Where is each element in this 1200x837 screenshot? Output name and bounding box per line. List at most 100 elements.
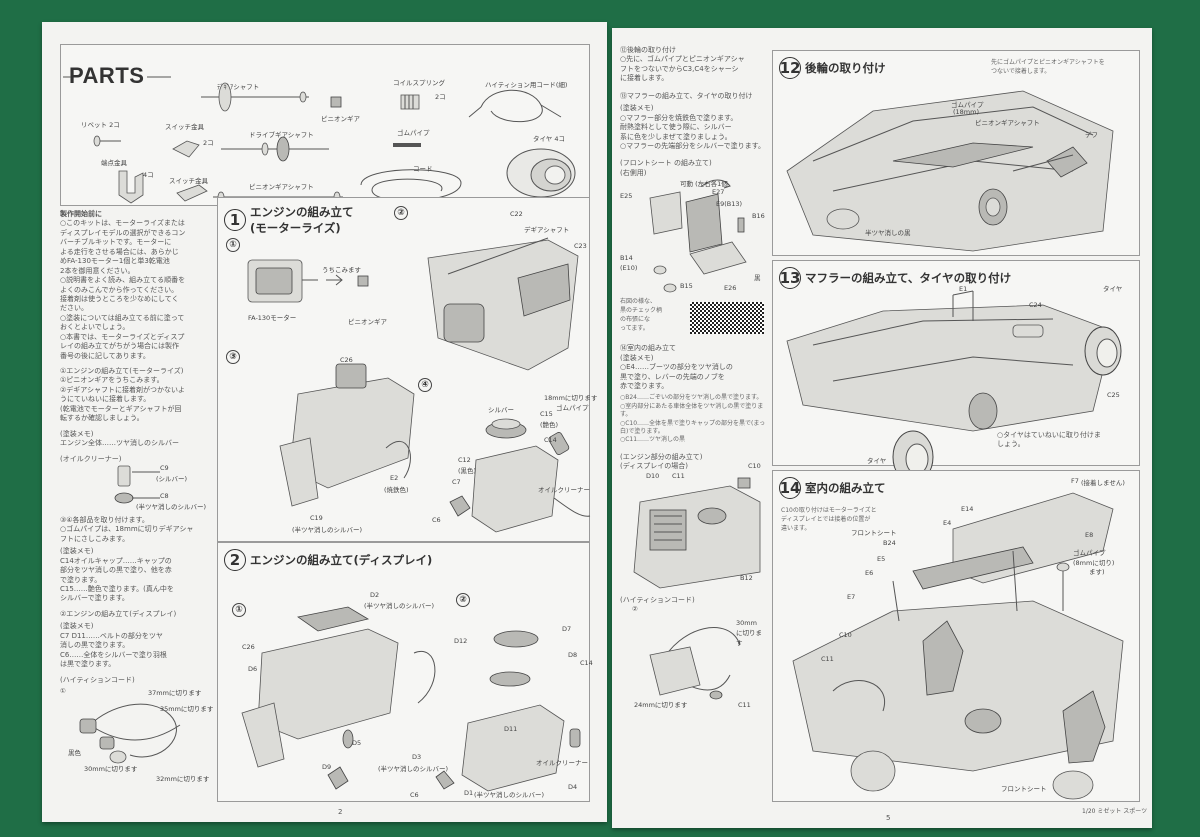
- d11-label: D11: [504, 725, 518, 733]
- intro-line: よくのみこんでから作ってください。: [60, 285, 179, 294]
- intro-heading: 製作開始前に: [60, 210, 102, 218]
- b15-label: B15: [680, 282, 693, 291]
- note-line: ②デギアシャフトに接着剤がつかないよ: [60, 385, 185, 394]
- b12-label: B12: [740, 573, 753, 582]
- note-line: ○B24……ごぞいの部分をツヤ消しの黒で塗ります。: [620, 394, 763, 402]
- e2-label: E2: [390, 474, 399, 482]
- step14-title-text: 室内の組み立て: [805, 481, 886, 495]
- note-line: (エンジン部分の組み立て): [620, 452, 703, 461]
- e14-label: E14: [961, 505, 974, 513]
- note-line: C14オイルキャップ……キャップの: [60, 556, 172, 565]
- rubber-len-label: (8mmに切り): [1073, 559, 1115, 567]
- rubber-len2-label: ます): [1089, 568, 1105, 576]
- b24-label: B24: [883, 539, 896, 547]
- step1-panel: 1 エンジンの組み立て (モーターライズ) ① ② ③ ④: [217, 197, 597, 542]
- d5-label: D5: [352, 739, 362, 747]
- step2-sub2: ②: [456, 593, 470, 607]
- label-tire: タイヤ 4コ: [533, 135, 566, 143]
- parts-heading: PARTS: [69, 63, 145, 88]
- intro-line: めFA-130モーター1個と単3乾電池: [60, 257, 170, 266]
- label-ht-cord: ハイティション用コード(細): [485, 81, 568, 89]
- b14-label: B14: [620, 254, 633, 263]
- d3-color: (半ツヤ消しのシルバー): [378, 765, 449, 773]
- paint-text-1: エンジン全体……ツヤ消しのシルバー: [60, 439, 179, 448]
- silver-label: シルバー: [488, 406, 514, 414]
- note-line: 赤で塗ります。: [620, 382, 669, 390]
- note-line: フトにさしこみます。: [60, 534, 130, 543]
- step1-number: 1: [224, 209, 246, 231]
- c24-label: C24: [1029, 301, 1042, 309]
- e26-label: E26: [724, 284, 737, 293]
- note-line: ○タイヤはていねいに取り付けま: [997, 431, 1101, 439]
- note-line: しょう。: [997, 440, 1025, 449]
- step2-note: ②エンジンの組み立て(ディスプレイ): [60, 609, 177, 618]
- d7-label: D7: [562, 625, 572, 633]
- len-37: 37mmに切ります: [148, 688, 202, 697]
- check-pattern-note: 右図の様な、 黒のチェック柄 の布張にな ってます。: [620, 296, 770, 338]
- c15-label: C15: [540, 410, 553, 418]
- c6-label: C6: [432, 516, 441, 524]
- note-line: 転するか確認しましょう。: [60, 414, 144, 423]
- step34-notes: ③④各部品を取り付けます。 ○ゴムパイプは、18mmに切りデギアシャ フトにさし…: [60, 516, 212, 544]
- note-line: ①ピニオンギアをうちこみます。: [60, 376, 164, 385]
- step1-sub1: ①: [226, 238, 240, 252]
- note-line: 黒で塗り、レバーの先端のノブを: [620, 372, 725, 381]
- label-pinion-gear-shaft: ピニオンギアシャフト: [249, 183, 314, 191]
- step13-title: 13 マフラーの組み立て、タイヤの取り付け: [779, 267, 1011, 289]
- intro-line: バーチブルキットです。モーターに: [60, 238, 172, 247]
- note-line: ってます。: [620, 325, 649, 333]
- left-page: PARTS: [42, 22, 607, 822]
- label-coil-spring: コイルスプリング: [393, 79, 445, 87]
- e8-label: E8: [1085, 531, 1094, 539]
- e1-label: E1: [959, 285, 968, 293]
- e6-label: E6: [865, 569, 874, 577]
- note-line: フトをつないでからC3,C4をシャーシ: [620, 64, 739, 73]
- intro-line: ○このキットは、モーターライズまたは: [60, 219, 185, 228]
- front-seat2-label: フロントシート: [1001, 785, 1047, 793]
- note-line: うにていねいに接着します。: [60, 395, 151, 404]
- rubber-label: ゴムパイプ: [951, 101, 984, 109]
- note-14-head: ⑭室内の組み立て: [620, 344, 676, 353]
- note-line: ○先に、ゴムパイプとピニオンギアシャ: [620, 55, 745, 64]
- right-notes-column: ⑫後輪の取り付け ○先に、ゴムパイプとピニオンギアシャ フトをつないでからC3,…: [620, 46, 770, 806]
- oil-cleaner-label: オイルクリーナー: [538, 486, 590, 494]
- step1-title: 1 エンジンの組み立て (モーターライズ): [224, 204, 354, 236]
- intro-line: ディスプレイモデルの選択ができるコン: [60, 228, 186, 237]
- switch-metal-drawing: [172, 140, 200, 158]
- paint-text-2: C14オイルキャップ……キャップの 部分をツヤ消しの黒で塗り、他を赤 で塗ります…: [60, 557, 212, 604]
- drive-gear-shaft-drawing: [221, 136, 329, 162]
- switch-metal2-drawing: [176, 184, 208, 202]
- note-line: ディスプレイとでは接着の位置が: [781, 516, 871, 523]
- tire-label: タイヤ: [1103, 285, 1123, 293]
- engine-display-head: (エンジン部分の組み立て) (ディスプレイの場合): [620, 453, 770, 472]
- c8-color: (半ツヤ消しのシルバー): [136, 502, 207, 511]
- ht-cord-heading: (ハイティションコード): [60, 675, 135, 684]
- c14-label: C14: [580, 659, 593, 667]
- front-seat-figure: 可動 (左右各1個 E25 E27 E9(B13) B16 B14 (E10) …: [620, 178, 770, 296]
- pinion-label: ピニオンギア: [348, 318, 387, 326]
- check-pattern-swatch: [690, 302, 764, 335]
- d10-label: D10: [646, 471, 660, 480]
- press-in-label: うちこみます: [322, 266, 361, 274]
- note-line: (乾電池でモーターとギアシャフトが回: [60, 404, 182, 413]
- step12-title: 12 後輪の取り付け: [779, 57, 886, 79]
- page-number: 2: [338, 808, 343, 816]
- d8-label: D8: [568, 651, 578, 659]
- engine-display-figure: C10 D10 C11 B12: [620, 462, 770, 592]
- label-terminal-qty: 4コ: [143, 171, 154, 179]
- d3-label: D3: [412, 753, 422, 761]
- note-line: (ディスプレイの場合): [620, 462, 688, 471]
- note-line: ○マフラーの先端部分をシルバーで塗ります。: [620, 141, 765, 150]
- c9-label: C9: [160, 463, 169, 472]
- note-line: C15……艶色で塗ります。(真ん中を: [60, 585, 174, 593]
- note-line: 耐熱塗料として使う際に、シルバー: [620, 123, 732, 132]
- intro-line: おくとよいでしょう。: [60, 323, 130, 332]
- intro-line: よる走行をさせる場合には、あらかじ: [60, 247, 179, 256]
- coil-spring-drawing: [400, 94, 420, 110]
- note-14-memo: (塗装メモ): [620, 353, 654, 362]
- page-footer: 1/20 ミゼット スポーツ: [1082, 808, 1148, 815]
- black-label: 黒色: [68, 748, 81, 757]
- c25-label: C25: [1107, 391, 1120, 399]
- b16-label: B16: [752, 212, 765, 221]
- note-12-head: ⑫後輪の取り付け: [620, 46, 676, 54]
